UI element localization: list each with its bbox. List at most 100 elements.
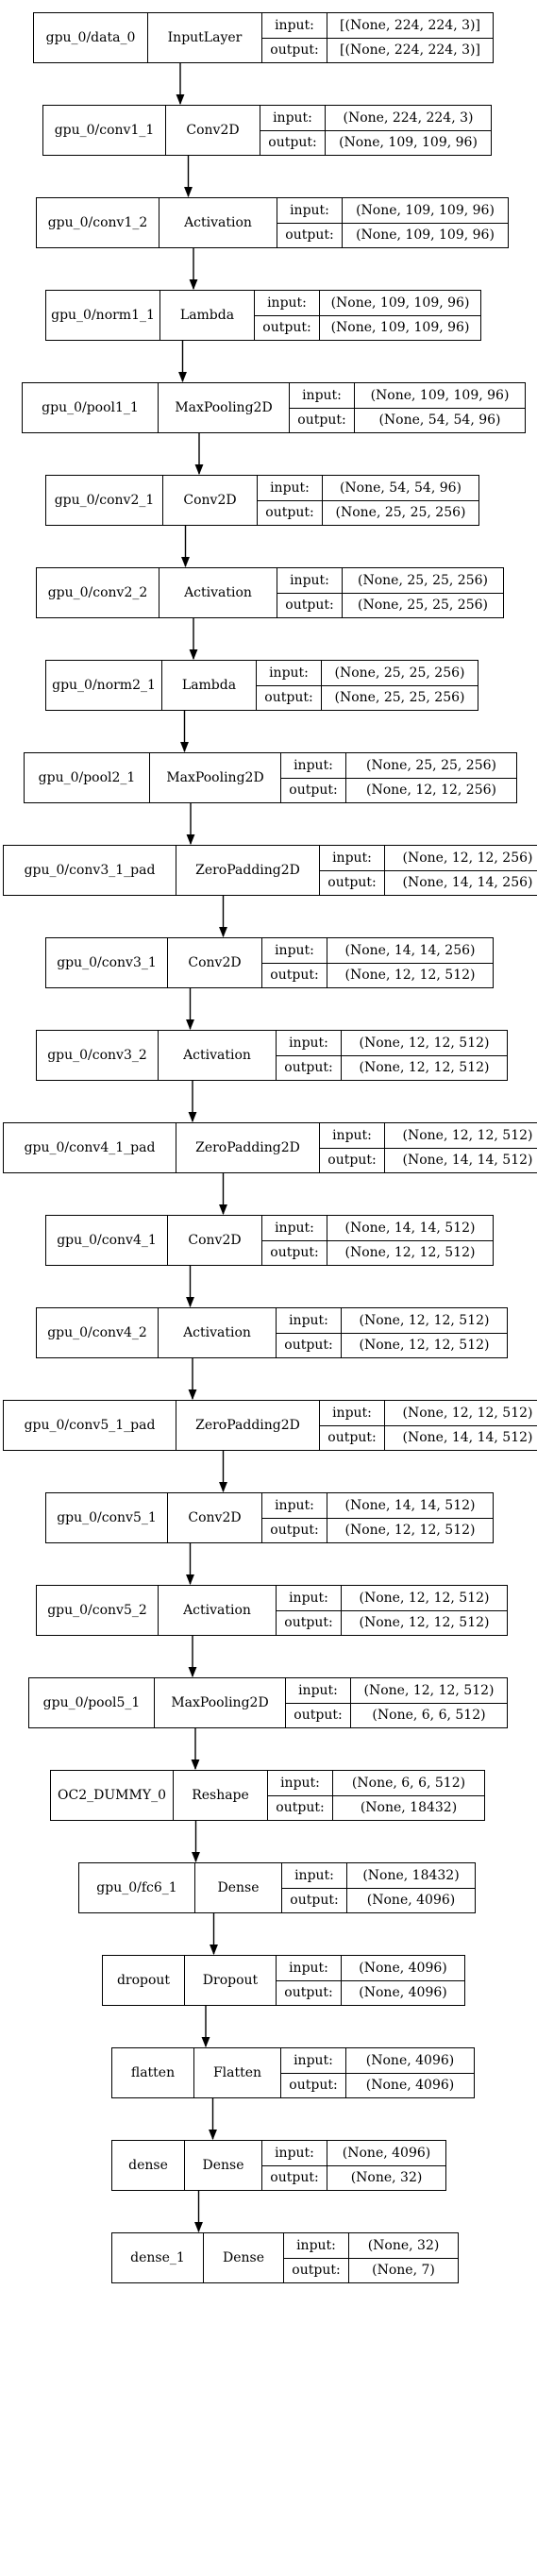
io-row-output: output:(None, 12, 12, 512) xyxy=(262,1517,493,1542)
io-row-input: input:(None, 6, 6, 512) xyxy=(268,1771,484,1795)
io-row-input: input:(None, 224, 224, 3) xyxy=(260,106,491,130)
output-label: output: xyxy=(262,2165,327,2190)
input-label: input: xyxy=(286,1678,351,1703)
layer-type: MaxPooling2D xyxy=(150,753,281,802)
io-row-input: input:(None, 25, 25, 256) xyxy=(257,661,478,685)
layer-name: flatten xyxy=(112,2048,194,2097)
output-label: output: xyxy=(257,685,322,710)
layer-type: Activation xyxy=(159,1031,277,1080)
io-row-output: output:(None, 18432) xyxy=(268,1794,484,1820)
layer-name: gpu_0/conv5_2 xyxy=(37,1586,159,1635)
layer-type: Conv2D xyxy=(168,1493,262,1542)
io-row-output: output:(None, 32) xyxy=(262,2164,445,2190)
output-shape: (None, 54, 54, 96) xyxy=(378,412,501,429)
io-row-output: output:(None, 14, 14, 256) xyxy=(320,869,537,895)
layer-io-table: input:(None, 25, 25, 256)output:(None, 2… xyxy=(257,661,478,710)
output-label: output: xyxy=(282,1888,347,1912)
output-label: output: xyxy=(277,1980,342,2005)
io-row-output: output:[(None, 224, 224, 3)] xyxy=(262,37,493,62)
layer-name: gpu_0/fc6_1 xyxy=(79,1863,195,1912)
input-shape: (None, 12, 12, 512) xyxy=(359,1590,490,1606)
input-label: input: xyxy=(277,1031,342,1055)
output-shape: (None, 12, 12, 512) xyxy=(344,968,476,984)
layer-type: ZeroPadding2D xyxy=(176,1401,320,1450)
layer-type: Reshape xyxy=(174,1771,268,1820)
output-shape: (None, 109, 109, 96) xyxy=(330,320,470,336)
input-shape: (None, 18432) xyxy=(362,1867,460,1883)
io-row-output: output:(None, 14, 14, 512) xyxy=(320,1147,537,1172)
output-shape: (None, 12, 12, 256) xyxy=(366,783,496,799)
output-label: output: xyxy=(255,315,320,340)
output-label: output: xyxy=(290,408,355,432)
input-label: input: xyxy=(257,661,322,685)
output-shape: (None, 12, 12, 512) xyxy=(359,1060,490,1076)
input-shape: (None, 14, 14, 256) xyxy=(344,942,476,958)
input-label: input: xyxy=(277,1308,342,1333)
io-row-output: output: (None, 12, 12, 512) xyxy=(277,1054,507,1080)
layer-type: Activation xyxy=(159,1308,277,1357)
io-row-output: output:(None, 7) xyxy=(284,2257,458,2282)
input-shape: (None, 12, 12, 512) xyxy=(402,1127,533,1143)
output-shape: (None, 4096) xyxy=(359,1985,447,2001)
input-label: input: xyxy=(277,1586,342,1610)
input-label: input: xyxy=(277,568,343,593)
input-shape: (None, 12, 12, 256) xyxy=(402,850,533,866)
output-label: output: xyxy=(268,1795,333,1820)
output-shape: (None, 14, 14, 512) xyxy=(402,1153,533,1169)
input-label: input: xyxy=(320,846,385,870)
input-shape: (None, 12, 12, 512) xyxy=(363,1682,495,1698)
layer-io-table: input:(None, 109, 109, 96)output: (None, … xyxy=(255,291,480,340)
output-shape: (None, 6, 6, 512) xyxy=(372,1708,486,1724)
output-shape: (None, 7) xyxy=(372,2263,435,2279)
layer-io-table: input: (None, 12, 12, 512)output: (None, 1… xyxy=(277,1031,507,1080)
input-shape: (None, 25, 25, 256) xyxy=(366,757,496,773)
output-shape: (None, 14, 14, 512) xyxy=(402,1430,533,1446)
io-row-output: output:(None, 12, 12, 512) xyxy=(262,1239,493,1265)
io-row-input: input: (None, 14, 14, 256) xyxy=(262,938,493,963)
layer-name: OC2_DUMMY_0 xyxy=(51,1771,174,1820)
layer-name: gpu_0/conv3_1_pad xyxy=(4,846,176,895)
io-row-input: input: (None, 18432) xyxy=(282,1863,475,1888)
layer-io-table: input:(None, 14, 14, 512)output:(None, 1… xyxy=(262,1493,493,1542)
io-row-input: input:(None, 109, 109, 96) xyxy=(255,291,480,315)
input-label: input: xyxy=(262,938,327,963)
input-label: input: xyxy=(281,753,346,778)
layer-name: gpu_0/conv1_1 xyxy=(43,106,166,155)
input-shape: (None, 14, 14, 512) xyxy=(344,1220,476,1236)
input-label: input: xyxy=(282,1863,347,1888)
output-shape: (None, 25, 25, 256) xyxy=(335,505,466,521)
output-shape: (None, 12, 12, 512) xyxy=(359,1615,490,1631)
input-shape: (None, 54, 54, 96) xyxy=(339,480,462,496)
input-shape: (None, 25, 25, 256) xyxy=(358,572,488,588)
layer-io-table: input: (None, 14, 14, 256) output: (None, 1… xyxy=(262,938,493,987)
io-row-output: output:(None, 25, 25, 256) xyxy=(258,499,478,525)
layer-type: ZeroPadding2D xyxy=(176,1123,320,1172)
layer-io-table: input: (None, 12, 12, 512) output: (None, 1… xyxy=(277,1586,507,1635)
output-shape: (None, 12, 12, 512) xyxy=(344,1523,476,1539)
output-label: output: xyxy=(281,778,346,802)
output-shape: [(None, 224, 224, 3)] xyxy=(340,42,480,59)
input-label: input: xyxy=(268,1771,333,1795)
layer-io-table: input:(None, 12, 12, 512)output:(None, 1… xyxy=(320,1123,537,1172)
output-label: output: xyxy=(277,1055,342,1080)
io-row-input: input:(None, 54, 54, 96) xyxy=(258,476,478,500)
layer-io-table: input:(None, 25, 25, 256)output:(None, 2… xyxy=(277,568,503,617)
output-label: output: xyxy=(262,963,327,987)
input-shape: [(None, 224, 224, 3)] xyxy=(340,17,480,33)
output-label: output: xyxy=(277,1610,342,1635)
layer-name: gpu_0/conv3_1 xyxy=(46,938,168,987)
